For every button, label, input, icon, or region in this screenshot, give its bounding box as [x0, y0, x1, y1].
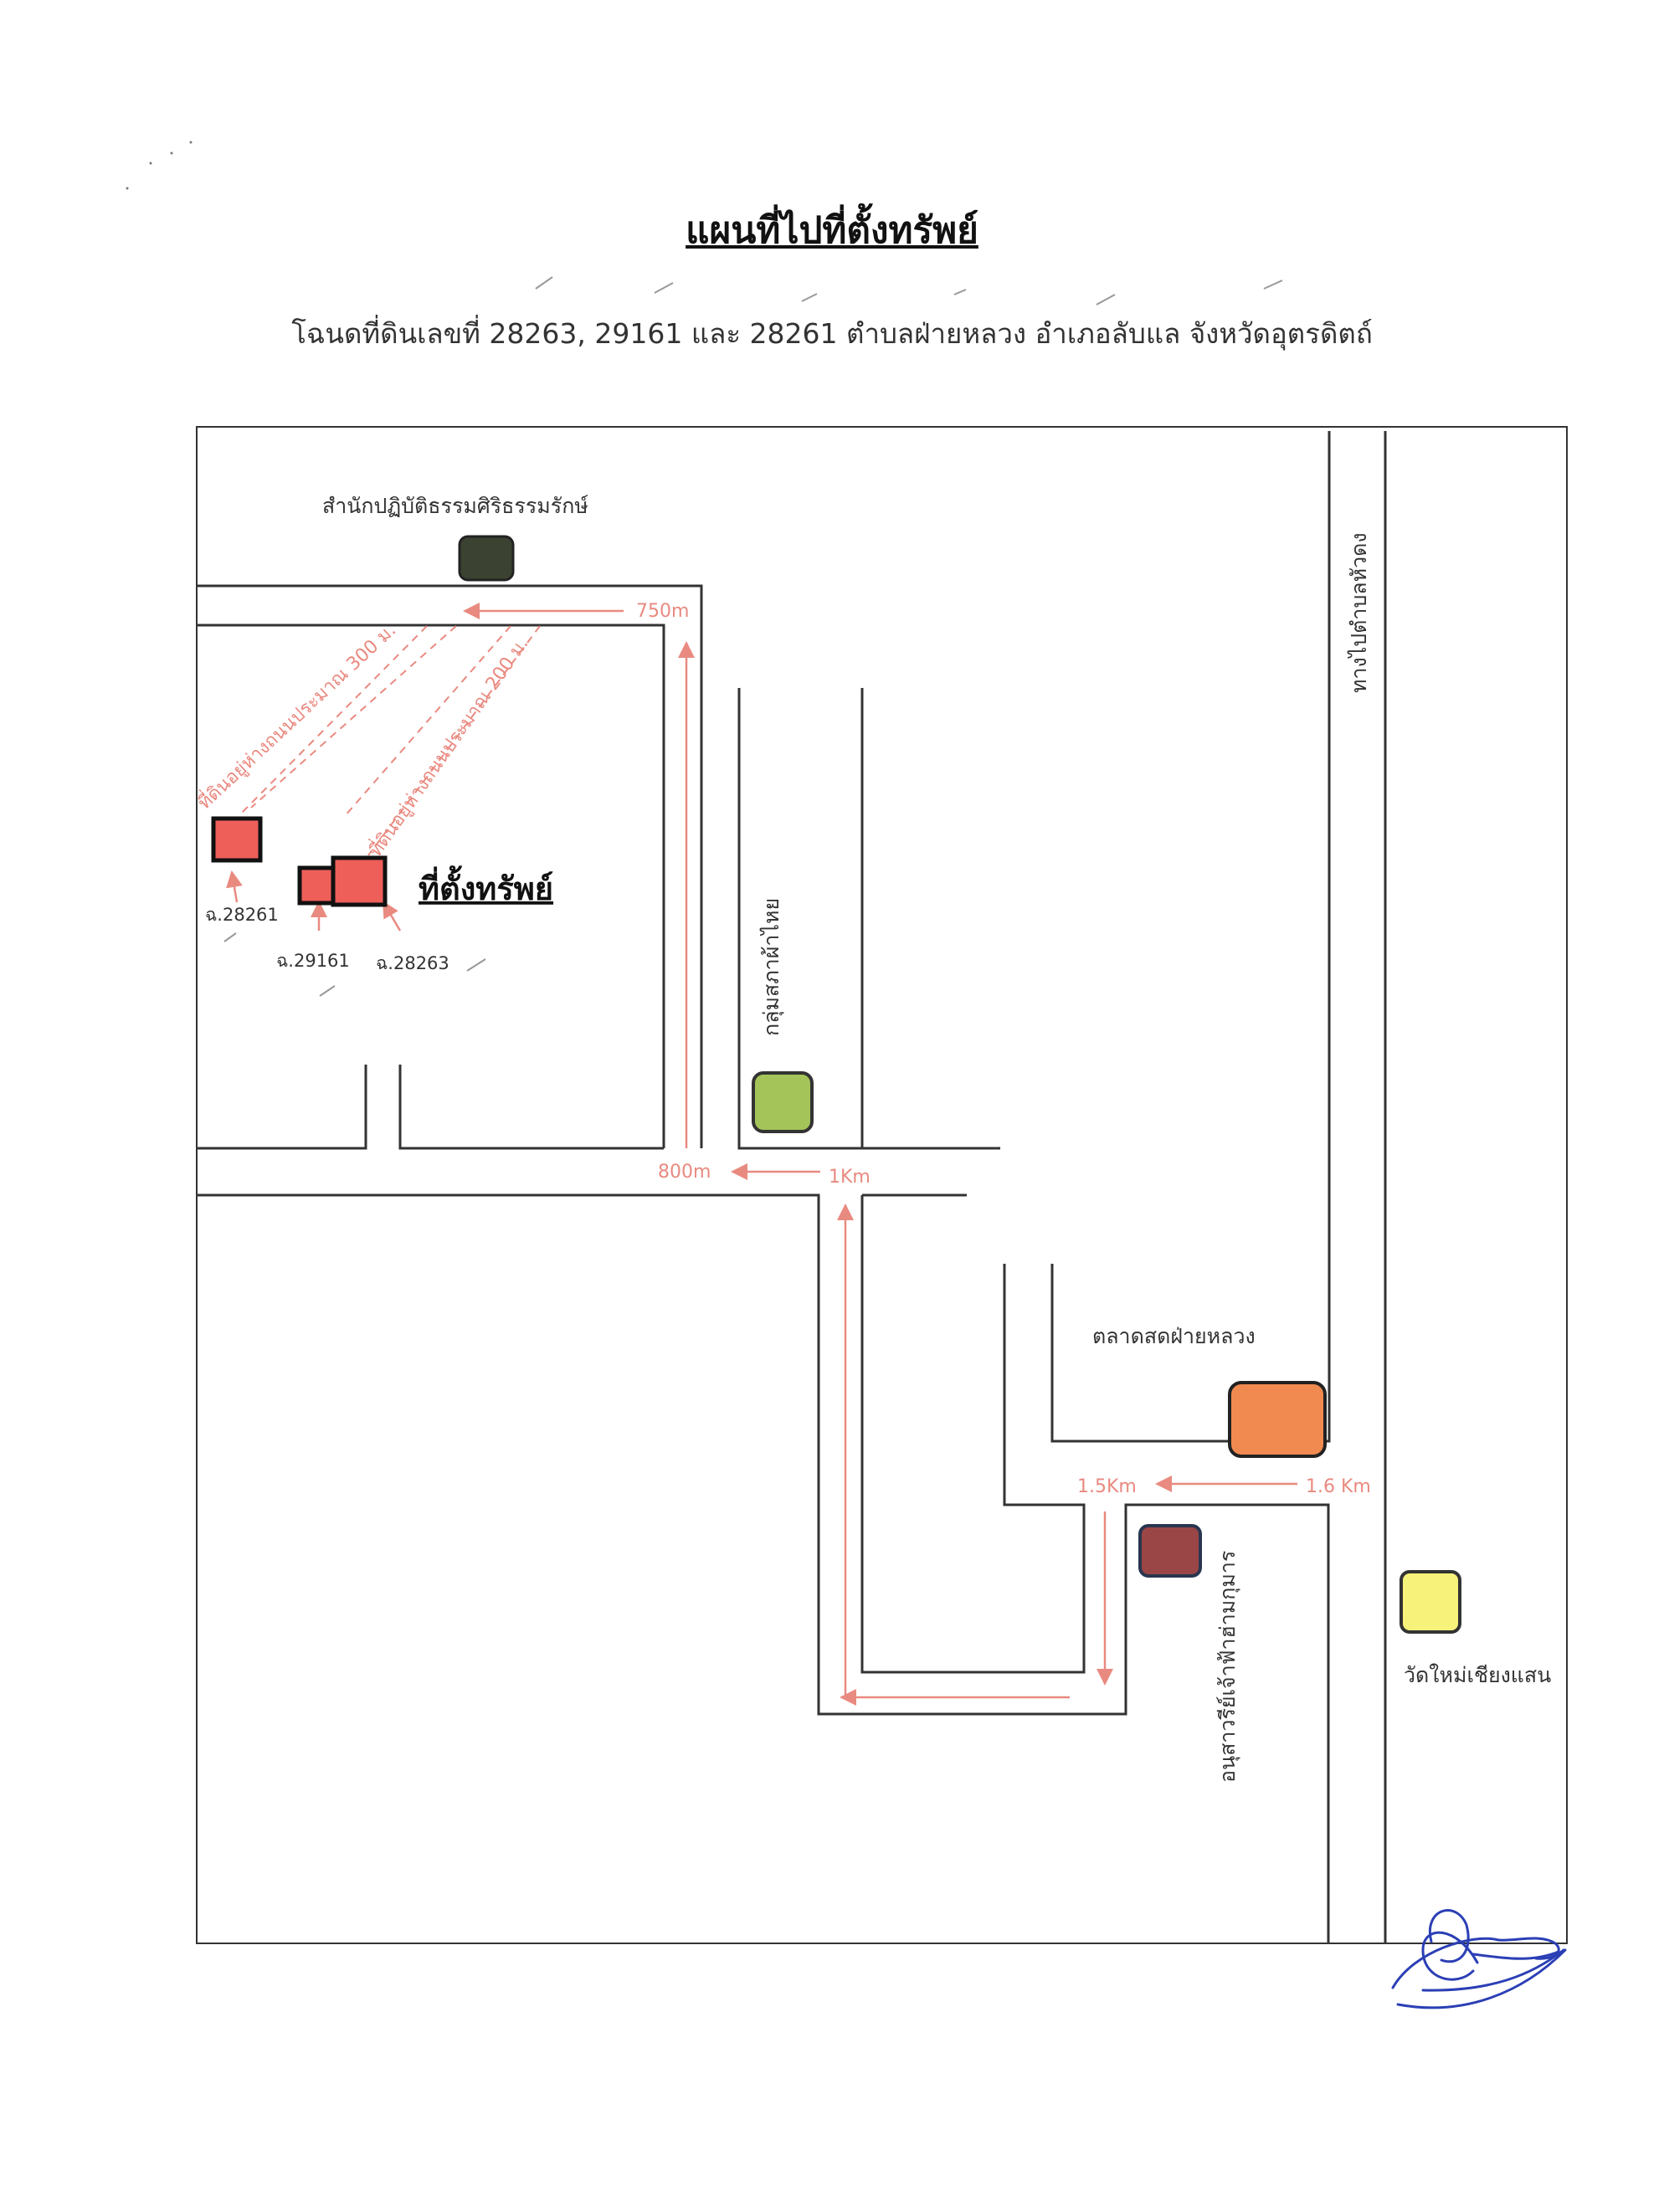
- practice-center-label: สำนักปฏิบัติธรรมศิริธรรมรักษ์: [322, 494, 588, 518]
- monument-label: อนุสาวรีย์เจ้าฟ้าฮ่ามกุมาร: [1215, 1551, 1240, 1783]
- route-arrows: [226, 603, 1297, 1706]
- distance-1-6km: 1.6 Km: [1306, 1476, 1371, 1497]
- note-200m: ที่ดินอยู่ห่างถนนประมาณ 200 ม.: [362, 632, 532, 860]
- parcel-28263-marker: [331, 855, 388, 907]
- dashed-guides: [238, 625, 541, 856]
- signature: [1391, 1909, 1567, 2009]
- fresh-market-marker: [1228, 1381, 1327, 1458]
- parcel-29161-label: ฉ.29161: [276, 951, 350, 971]
- distance-1-5km: 1.5Km: [1077, 1476, 1137, 1497]
- tick-marks: [223, 276, 1283, 997]
- parcel-28263-label: ฉ.28263: [376, 953, 449, 973]
- weaving-group-label: กลุ่มสภาผ้าไหย: [759, 898, 784, 1036]
- road-to-huadong-label: ทางไปตำบลหัวดง: [1347, 532, 1371, 693]
- temple-label: วัดใหม่เชียงแสน: [1404, 1663, 1551, 1687]
- map-subtitle: โฉนดที่ดินเลขที่ 28263, 29161 และ 28261 …: [291, 317, 1373, 350]
- distance-1km: 1Km: [829, 1167, 871, 1188]
- distance-750m: 750m: [636, 601, 689, 622]
- note-300m: ที่ดินอยู่ห่างถนนประมาณ 300 ม.: [192, 618, 400, 814]
- distance-800m: 800m: [658, 1162, 711, 1183]
- roads: [197, 431, 1387, 1943]
- practice-center-marker: [458, 535, 515, 582]
- map-title: แผนที่ไปที่ตั้งทรัพย์: [686, 209, 978, 252]
- fresh-market-label: ตลาดสดฝ่ายหลวง: [1092, 1324, 1256, 1348]
- parcel-28261-label: ฉ.28261: [205, 905, 279, 925]
- parcel-28261-marker: [211, 816, 263, 863]
- property-location-label: ที่ตั้งทรัพย์: [419, 865, 553, 907]
- map-frame: [196, 426, 1568, 1944]
- scan-marks: [126, 141, 193, 190]
- parcel-29161-marker: [297, 865, 339, 906]
- monument-marker: [1138, 1524, 1202, 1578]
- weaving-group-marker: [752, 1071, 814, 1133]
- temple-marker: [1400, 1570, 1461, 1634]
